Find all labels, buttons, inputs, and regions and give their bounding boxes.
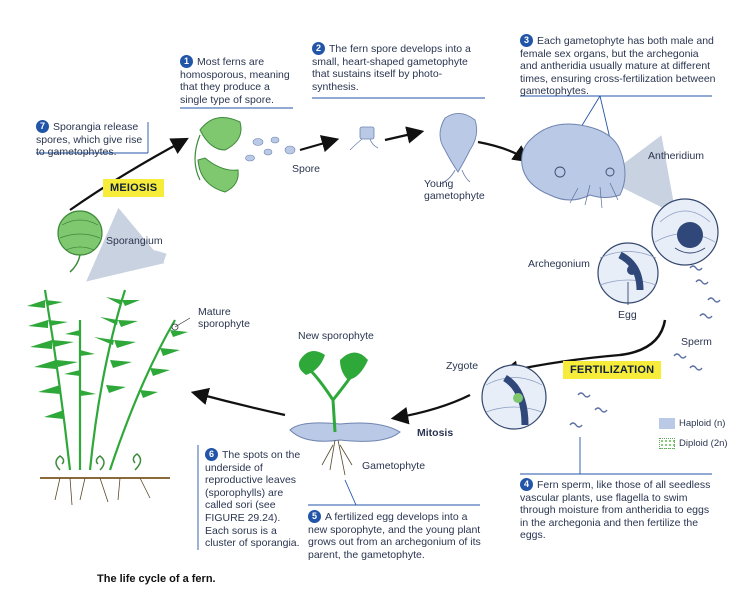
label-sporangium: Sporangium	[106, 235, 163, 247]
step-number-4: 4	[520, 478, 533, 491]
caption-1-text: Most ferns are homosporous, meaning that…	[180, 56, 290, 106]
new-sporophyte-illustration	[289, 351, 401, 476]
step-number-6: 6	[205, 448, 218, 461]
label-archegonium: Archegonium	[528, 258, 590, 270]
step-number-7: 7	[36, 120, 49, 133]
label-egg: Egg	[618, 309, 637, 321]
meiosis-tag: MEIOSIS	[103, 179, 165, 197]
step-number-3: 3	[520, 34, 533, 47]
sporangium-illustration	[57, 210, 103, 273]
mature-sporophyte-fern	[27, 289, 191, 506]
spores	[245, 136, 296, 162]
caption-3-text: Each gametophyte has both male and femal…	[520, 35, 716, 98]
antheridium-zoom	[651, 198, 719, 266]
label-mature-sporophyte: Mature sporophyte	[198, 306, 250, 330]
label-antheridium: Antheridium	[648, 150, 705, 162]
archegonium-zoom	[597, 242, 659, 305]
haploid-swatch	[659, 418, 675, 429]
label-young-gametophyte: Young gametophyte	[424, 178, 485, 202]
legend-haploid: Haploid (n)	[679, 418, 726, 429]
sperm-cells	[569, 265, 721, 428]
zygote-zoom	[481, 364, 547, 430]
step-number-1: 1	[180, 55, 193, 68]
figure-title: The life cycle of a fern.	[97, 573, 216, 585]
caption-7-text: Sporangia release spores, which give ris…	[36, 121, 143, 159]
diploid-swatch	[659, 438, 675, 449]
label-sperm: Sperm	[681, 336, 712, 348]
open-sporangium-illustration	[194, 117, 242, 193]
label-zygote: Zygote	[446, 360, 479, 372]
caption-5-text: A fertilized egg develops into a new spo…	[308, 511, 481, 561]
fertilization-tag: FERTILIZATION	[563, 361, 662, 379]
young-gametophyte-illustration	[439, 113, 478, 185]
legend-diploid: Diploid (2n)	[679, 438, 728, 449]
label-spore: Spore	[292, 163, 321, 175]
caption-2-text: The fern spore develops into a small, he…	[312, 43, 471, 93]
germinating-spore	[349, 126, 379, 151]
mitosis-label: Mitosis	[417, 427, 454, 439]
cycle-arrows	[69, 126, 667, 425]
callout-lines	[36, 95, 712, 550]
caption-4-text: Fern sperm, like those of all seedless v…	[520, 479, 711, 542]
label-gametophyte: Gametophyte	[362, 460, 426, 472]
label-new-sporophyte: New sporophyte	[298, 330, 374, 342]
mature-gametophyte-illustration	[521, 123, 626, 209]
step-number-5: 5	[308, 510, 321, 523]
caption-6-text: The spots on the underside of reproducti…	[205, 449, 301, 550]
step-number-2: 2	[312, 42, 325, 55]
